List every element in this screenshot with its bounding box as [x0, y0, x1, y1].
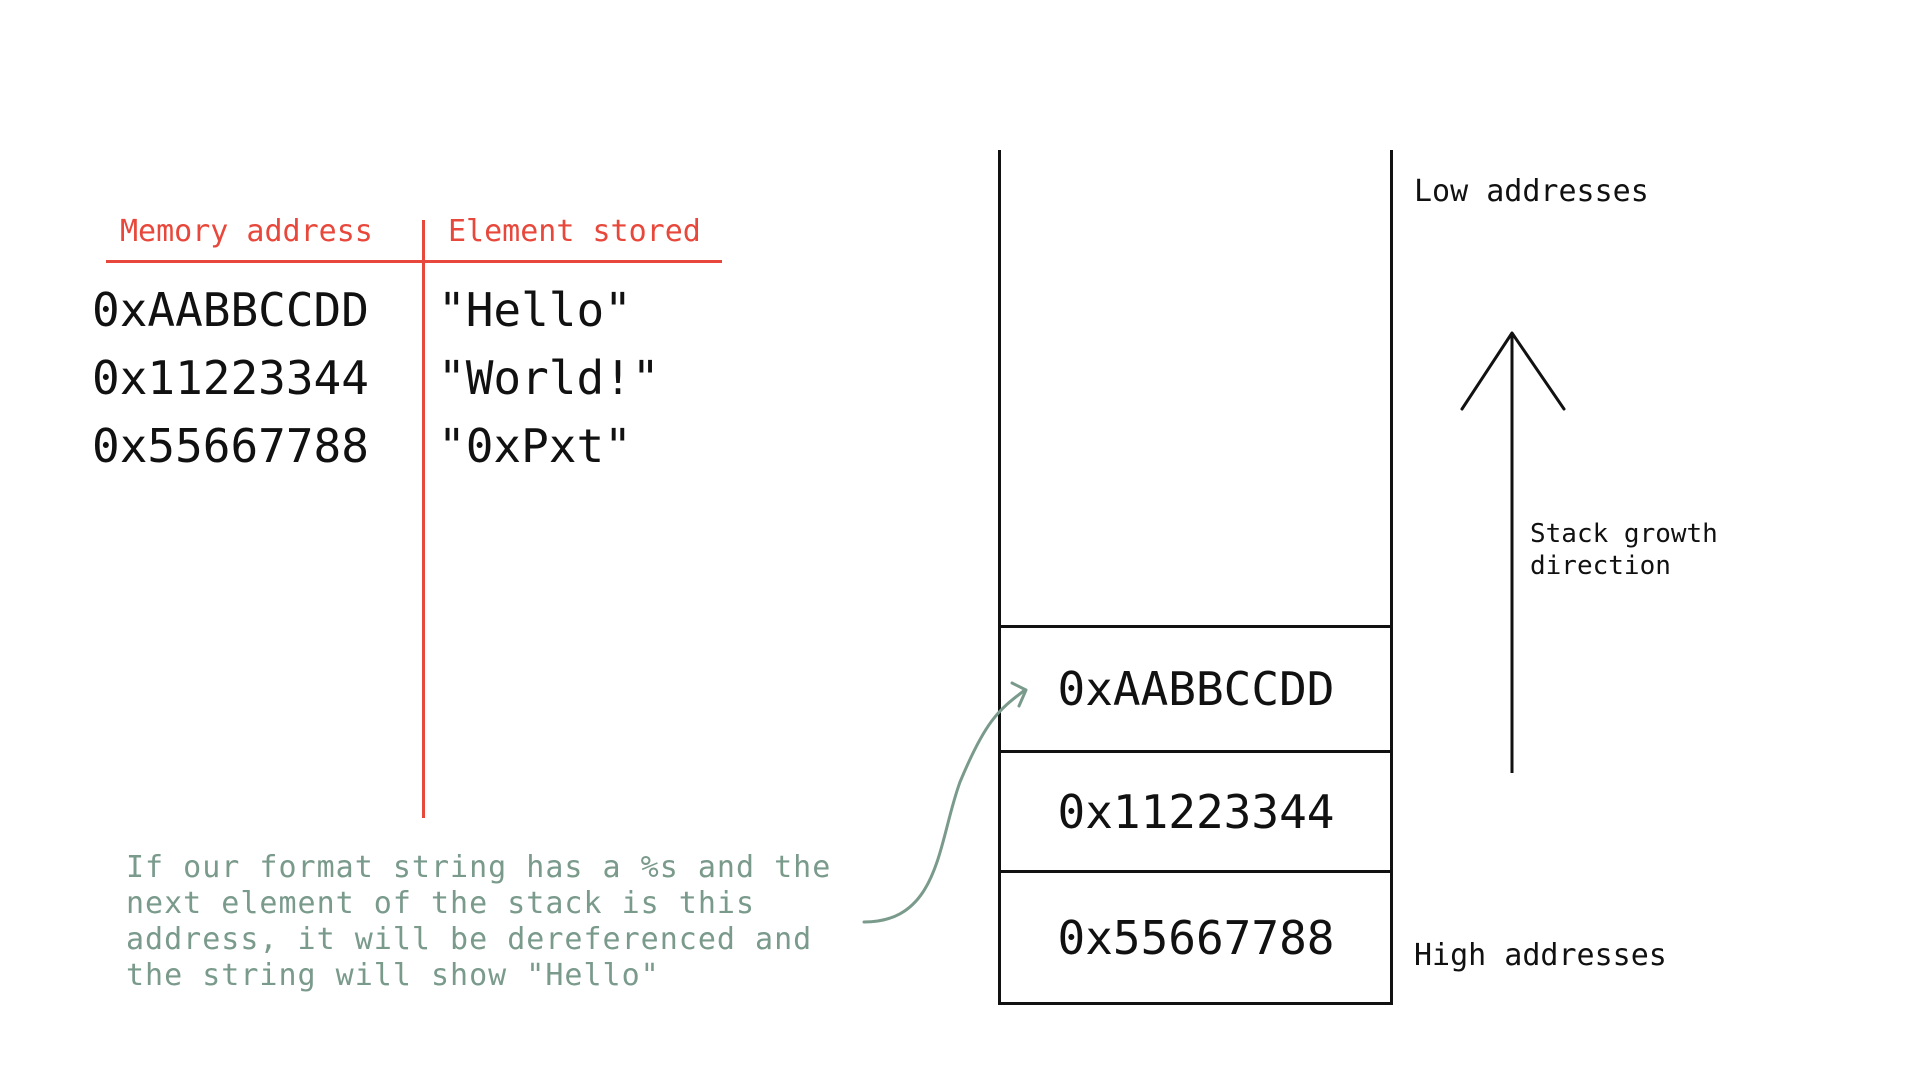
table-header-divider	[106, 260, 722, 263]
stack-cell-1: 0xAABBCCDD	[1057, 662, 1335, 716]
stack-cell-border	[998, 750, 1393, 753]
stack-growth-arrow-icon	[1460, 331, 1566, 773]
table-row-value: "Hello"	[438, 283, 632, 337]
stack-left-wall	[998, 150, 1001, 1005]
high-addresses-label: High addresses	[1414, 938, 1667, 973]
table-header-element-stored: Element stored	[448, 214, 701, 249]
table-row-address: 0x11223344	[92, 351, 369, 405]
low-addresses-label: Low addresses	[1414, 174, 1649, 209]
table-column-divider	[422, 220, 425, 818]
table-row-address: 0x55667788	[92, 419, 369, 473]
stack-cell-border	[998, 625, 1393, 628]
table-row-address: 0xAABBCCDD	[92, 283, 369, 337]
table-row-value: "0xPxt"	[438, 419, 632, 473]
stack-right-wall	[1390, 150, 1393, 1005]
table-row-value: "World!"	[438, 351, 660, 405]
stack-growth-label: Stack growth direction	[1530, 519, 1718, 581]
stack-cell-2: 0x11223344	[1057, 784, 1335, 839]
stack-cell-3: 0x55667788	[1057, 910, 1335, 965]
note-pointer-arrow-icon	[862, 681, 1028, 924]
format-string-note: If our format string has a %s and the ne…	[126, 850, 832, 993]
stack-bottom-border	[998, 1002, 1393, 1005]
table-header-memory-address: Memory address	[120, 214, 373, 249]
stack-cell-border	[998, 870, 1393, 873]
